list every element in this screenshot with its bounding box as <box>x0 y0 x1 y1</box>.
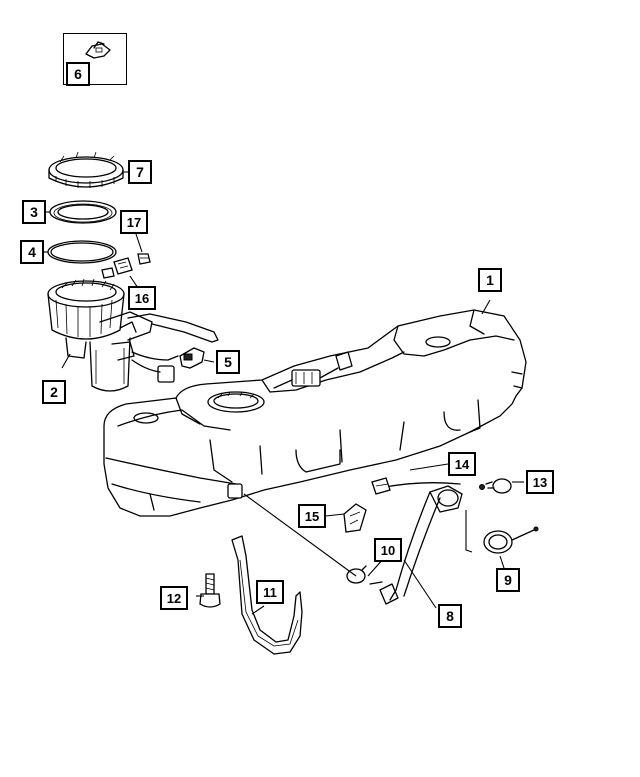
callout-17: 17 <box>120 210 148 234</box>
callout-11: 11 <box>256 580 284 604</box>
part-4-o-ring <box>47 240 117 264</box>
part-2-fuel-pump-module <box>47 278 219 392</box>
part-1-fuel-tank <box>103 309 527 517</box>
part-5-connector <box>179 347 205 369</box>
callout-1: 1 <box>478 268 502 292</box>
part-17-fitting <box>137 253 151 265</box>
leader-lines <box>44 171 524 615</box>
part-10-clamp <box>346 565 367 584</box>
callout-16: 16 <box>128 286 156 310</box>
part-7-lock-ring <box>48 151 124 188</box>
part-16-filter <box>101 257 133 279</box>
part-6-inset-box <box>63 33 127 85</box>
callout-10: 10 <box>374 538 402 562</box>
callout-15: 15 <box>298 504 326 528</box>
callout-9: 9 <box>496 568 520 592</box>
callout-8: 8 <box>438 604 462 628</box>
callout-2: 2 <box>42 380 66 404</box>
callout-5: 5 <box>216 350 240 374</box>
callout-7: 7 <box>128 160 152 184</box>
part-9-fuel-cap <box>483 526 539 554</box>
callout-6: 6 <box>66 62 90 86</box>
part-12-bolt <box>199 573 221 608</box>
callout-4: 4 <box>20 240 44 264</box>
part-6-clip <box>85 41 111 59</box>
part-14-line <box>371 477 461 495</box>
part-11-tank-strap <box>231 535 303 655</box>
callout-12: 12 <box>160 586 188 610</box>
part-15-bracket <box>343 503 367 533</box>
part-3-seal <box>49 200 117 224</box>
callout-3: 3 <box>22 200 46 224</box>
callout-14: 14 <box>448 452 476 476</box>
part-8-filler-tube <box>369 485 463 605</box>
callout-13: 13 <box>526 470 554 494</box>
part-13-fitting <box>479 478 512 494</box>
